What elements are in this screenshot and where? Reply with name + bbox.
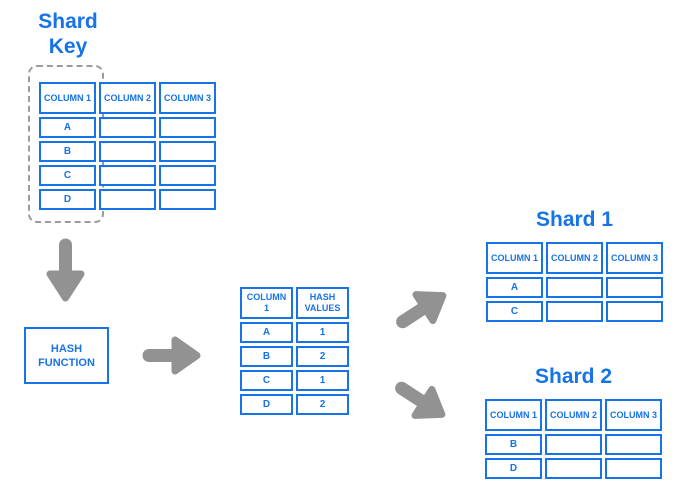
column-header: COLUMN 3 bbox=[159, 82, 216, 114]
table-cell bbox=[159, 117, 216, 138]
table-cell: C bbox=[39, 165, 96, 186]
shard1-table: COLUMN 1 COLUMN 2 COLUMN 3 A C bbox=[483, 239, 666, 325]
table-row: B bbox=[485, 434, 662, 455]
table-row: D 2 bbox=[240, 394, 349, 415]
table-row: A 1 bbox=[240, 322, 349, 343]
table-header-row: COLUMN 1 COLUMN 2 COLUMN 3 bbox=[486, 242, 663, 274]
table-cell: 2 bbox=[296, 346, 349, 367]
hash-values-table: COLUMN 1 HASH VALUES A 1 B 2 C 1 D 2 bbox=[237, 284, 352, 418]
column-header: COLUMN 2 bbox=[99, 82, 156, 114]
shard-key-title: Shard Key bbox=[38, 10, 98, 58]
table-cell bbox=[545, 434, 602, 455]
table-cell: A bbox=[39, 117, 96, 138]
table-cell: D bbox=[485, 458, 542, 479]
table-row: B 2 bbox=[240, 346, 349, 367]
table-header-row: COLUMN 1 HASH VALUES bbox=[240, 287, 349, 319]
table-cell bbox=[606, 277, 663, 298]
table-cell: A bbox=[240, 322, 293, 343]
arrow-right-icon bbox=[139, 333, 204, 378]
column-header: COLUMN 1 bbox=[39, 82, 96, 114]
table-row: B bbox=[39, 141, 216, 162]
table-cell bbox=[99, 165, 156, 186]
table-cell bbox=[605, 434, 662, 455]
table-cell: C bbox=[240, 370, 293, 391]
table-cell bbox=[99, 141, 156, 162]
arrow-down-right-icon bbox=[381, 364, 460, 437]
arrow-down-icon bbox=[43, 236, 88, 311]
table-cell bbox=[159, 189, 216, 210]
table-cell bbox=[99, 117, 156, 138]
table-cell bbox=[546, 301, 603, 322]
column-header: COLUMN 3 bbox=[605, 399, 662, 431]
table-cell bbox=[159, 165, 216, 186]
shard2-title: Shard 2 bbox=[534, 365, 613, 388]
table-row: A bbox=[486, 277, 663, 298]
column-header: COLUMN 2 bbox=[545, 399, 602, 431]
table-cell: D bbox=[39, 189, 96, 210]
shard1-title: Shard 1 bbox=[535, 208, 614, 231]
table-row: C bbox=[39, 165, 216, 186]
table-cell: 1 bbox=[296, 322, 349, 343]
arrow-up-right-icon bbox=[382, 273, 461, 346]
table-header-row: COLUMN 1 COLUMN 2 COLUMN 3 bbox=[485, 399, 662, 431]
table-cell: 1 bbox=[296, 370, 349, 391]
table-cell: C bbox=[486, 301, 543, 322]
column-header: COLUMN 1 bbox=[240, 287, 293, 319]
table-cell bbox=[546, 277, 603, 298]
column-header: HASH VALUES bbox=[296, 287, 349, 319]
column-header: COLUMN 1 bbox=[486, 242, 543, 274]
table-cell: B bbox=[240, 346, 293, 367]
column-header: COLUMN 1 bbox=[485, 399, 542, 431]
hash-function-label: HASH FUNCTION bbox=[38, 342, 95, 369]
table-cell bbox=[545, 458, 602, 479]
table-cell: 2 bbox=[296, 394, 349, 415]
hash-function-box: HASH FUNCTION bbox=[24, 327, 109, 384]
table-row: D bbox=[39, 189, 216, 210]
table-row: C bbox=[486, 301, 663, 322]
table-cell: B bbox=[485, 434, 542, 455]
source-table: COLUMN 1 COLUMN 2 COLUMN 3 A B C D bbox=[36, 79, 219, 213]
table-row: C 1 bbox=[240, 370, 349, 391]
table-cell bbox=[605, 458, 662, 479]
column-header: COLUMN 3 bbox=[606, 242, 663, 274]
table-row: A bbox=[39, 117, 216, 138]
table-row: D bbox=[485, 458, 662, 479]
shard2-table: COLUMN 1 COLUMN 2 COLUMN 3 B D bbox=[482, 396, 665, 482]
table-header-row: COLUMN 1 COLUMN 2 COLUMN 3 bbox=[39, 82, 216, 114]
table-cell bbox=[99, 189, 156, 210]
table-cell: B bbox=[39, 141, 96, 162]
table-cell bbox=[159, 141, 216, 162]
table-cell: D bbox=[240, 394, 293, 415]
column-header: COLUMN 2 bbox=[546, 242, 603, 274]
table-cell: A bbox=[486, 277, 543, 298]
table-cell bbox=[606, 301, 663, 322]
